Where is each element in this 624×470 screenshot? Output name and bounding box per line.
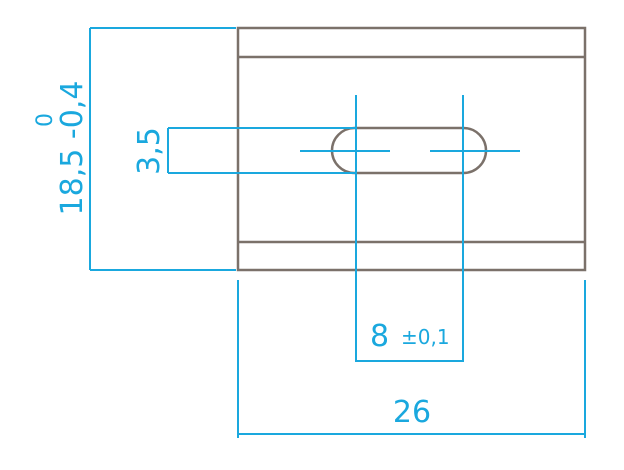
dimension-lines	[89, 27, 586, 438]
slot-spacing-value: 8	[370, 319, 389, 354]
dimension-labels: 0 18,5 -0,4 3,5 8 ±0,1 26	[33, 81, 450, 430]
rail-body	[236, 26, 587, 272]
slot-width-label: 3,5	[132, 127, 167, 175]
height-value-label: 18,5 -0,4	[55, 81, 90, 216]
part-outline	[236, 26, 587, 272]
total-width-label: 26	[393, 395, 431, 430]
height-upper-tolerance: 0	[33, 113, 58, 127]
slot-spacing-tolerance: ±0,1	[401, 325, 450, 349]
